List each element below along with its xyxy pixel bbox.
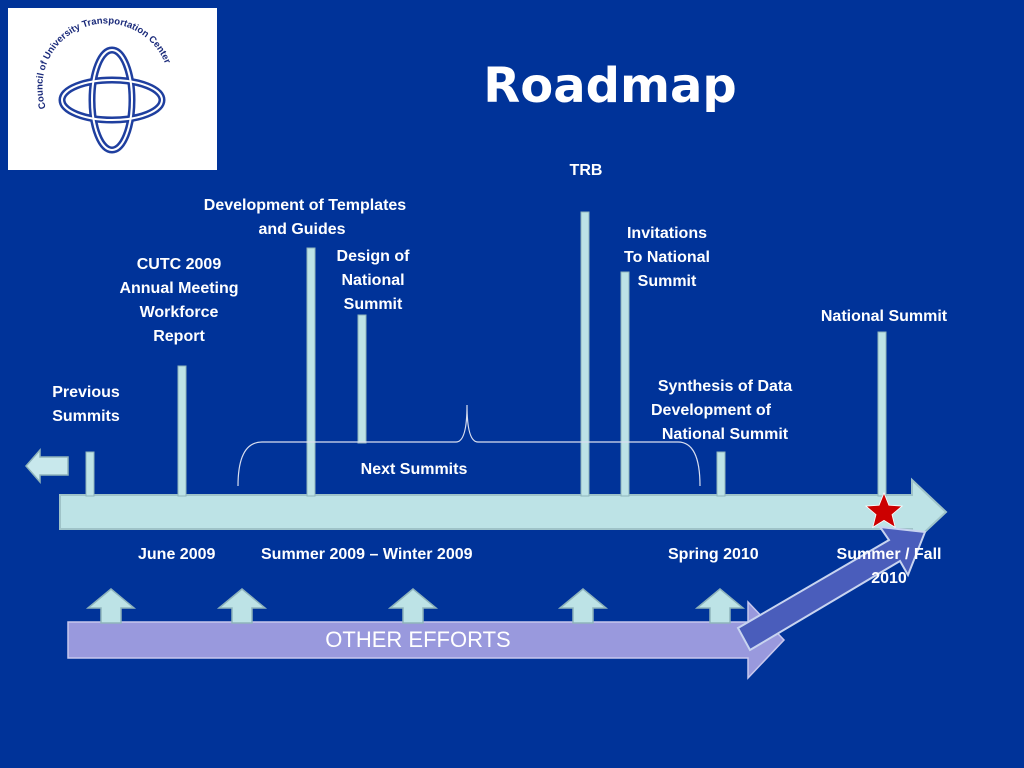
invitations-line-1: Invitations [626, 225, 707, 242]
milestone-design: Design of National Summit [318, 245, 428, 317]
slide-title: Roadmap [483, 58, 737, 114]
milestone-invitations: Invitations To National Summit [602, 222, 732, 294]
synthesis-line-2: Development of [650, 402, 771, 419]
synthesis-line-3: National Summit [661, 426, 789, 443]
design-line-3: Summit [343, 296, 403, 313]
milestone-synthesis: Synthesis of Data Development of Nationa… [632, 375, 818, 447]
other-efforts-label: OTHER EFFORTS [325, 627, 511, 652]
cutc-line-4: Report [153, 328, 205, 345]
logo: Council of University Transportation Cen… [5, 0, 217, 170]
templates-line-2: and Guides [258, 221, 346, 238]
diagonal-arrow [736, 525, 927, 652]
synthesis-line-1: Synthesis of Data [657, 378, 793, 395]
cutc-line-3: Workforce [139, 304, 219, 321]
back-arrow-icon [25, 448, 69, 484]
next-summits-brace [237, 404, 701, 487]
next-summits-label: Next Summits [360, 461, 468, 478]
date-spring-2010: Spring 2010 [668, 546, 759, 563]
design-line-1: Design of [336, 248, 410, 265]
cutc-line-2: Annual Meeting [119, 280, 239, 297]
pole-national-summit [877, 331, 887, 497]
pole-design [357, 314, 367, 444]
date-summer-winter-2009: Summer 2009 – Winter 2009 [261, 546, 473, 563]
up-arrow-icon [694, 588, 746, 624]
milestone-cutc-2009: CUTC 2009 Annual Meeting Workforce Repor… [100, 253, 258, 349]
up-arrow-icon [387, 588, 439, 624]
pole-synthesis [716, 451, 726, 497]
timeline-arrow [59, 477, 948, 547]
summer-fall-line-1: Summer / Fall [836, 546, 942, 563]
up-arrow-icon [85, 588, 137, 624]
cutc-line-1: CUTC 2009 [136, 256, 222, 273]
invitations-line-3: Summit [637, 273, 697, 290]
invitations-line-2: To National [624, 249, 710, 266]
pole-cutc-2009 [177, 365, 187, 497]
pole-trb [580, 211, 590, 497]
national-summit-label: National Summit [820, 308, 948, 325]
milestone-templates: Development of Templates and Guides [170, 194, 440, 242]
previous-summits-label: Previous Summits [52, 384, 120, 425]
date-june-2009: June 2009 [138, 546, 216, 563]
cutc-logo-icon: Council of University Transportation Cen… [5, 0, 173, 154]
summer-fall-line-2: 2010 [871, 570, 907, 587]
up-arrow-icon [216, 588, 268, 624]
milestone-trb: TRB [556, 159, 616, 183]
up-arrow-icon [557, 588, 609, 624]
trb-label: TRB [569, 162, 603, 179]
other-efforts-arrow [67, 600, 786, 680]
milestone-national-summit: National Summit [800, 305, 968, 329]
pole-previous-summits [85, 451, 95, 497]
templates-line-1: Development of Templates [203, 197, 407, 214]
star-icon [864, 491, 904, 529]
date-summer-fall-2010: Summer / Fall 2010 [812, 543, 966, 591]
design-line-2: National [341, 272, 405, 289]
pole-templates [306, 247, 316, 497]
pole-invitations [620, 271, 630, 497]
milestone-previous-summits: Previous Summits [40, 381, 132, 429]
